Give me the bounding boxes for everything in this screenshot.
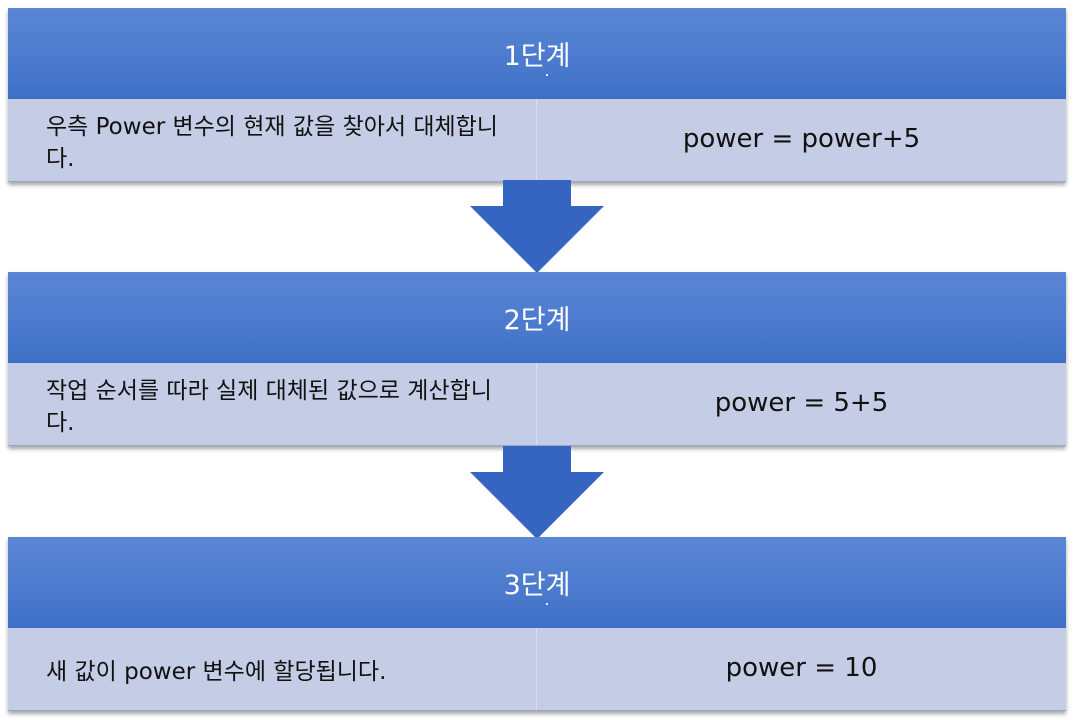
step-3-body: 새 값이 power 변수에 할당됩니다. power = 10 [8, 628, 1066, 711]
step-3-header: 3단계 [8, 537, 1066, 628]
step-2-expression-cell: power = 5+5 [537, 363, 1066, 445]
step-2-expression: power = 5+5 [714, 388, 889, 418]
step-1-expression-cell: power = power+5 [537, 99, 1066, 181]
step-1-description: 우측 Power 변수의 현재 값을 찾아서 대체합니다. [46, 114, 498, 172]
header-marker [546, 74, 548, 76]
header-marker [546, 603, 548, 605]
step-2-header: 2단계 [8, 272, 1066, 363]
step-3-expression: power = 10 [725, 653, 878, 683]
down-arrow-1 [470, 180, 604, 273]
step-3-description: 새 값이 power 변수에 할당됩니다. [46, 659, 387, 685]
step-2-body: 작업 순서를 따라 실제 대체된 값으로 계산합니다. power = 5+5 [8, 363, 1066, 446]
step-3-expression-cell: power = 10 [537, 628, 1066, 710]
step-1-description-cell: 우측 Power 변수의 현재 값을 찾아서 대체합니다. [8, 99, 537, 181]
step-1-title: 1단계 [503, 41, 571, 72]
step-2-title: 2단계 [503, 305, 571, 336]
step-1: 1단계 우측 Power 변수의 현재 값을 찾아서 대체합니다. power … [8, 8, 1066, 182]
step-1-header: 1단계 [8, 8, 1066, 99]
step-1-expression: power = power+5 [682, 124, 921, 154]
step-2: 2단계 작업 순서를 따라 실제 대체된 값으로 계산합니다. power = … [8, 272, 1066, 446]
step-2-description-cell: 작업 순서를 따라 실제 대체된 값으로 계산합니다. [8, 363, 537, 445]
step-2-description: 작업 순서를 따라 실제 대체된 값으로 계산합니다. [46, 378, 492, 436]
step-3: 3단계 새 값이 power 변수에 할당됩니다. power = 10 [8, 537, 1066, 711]
step-3-title: 3단계 [503, 570, 571, 601]
down-arrow-2 [470, 446, 604, 539]
step-3-description-cell: 새 값이 power 변수에 할당됩니다. [8, 628, 537, 710]
step-1-body: 우측 Power 변수의 현재 값을 찾아서 대체합니다. power = po… [8, 99, 1066, 182]
